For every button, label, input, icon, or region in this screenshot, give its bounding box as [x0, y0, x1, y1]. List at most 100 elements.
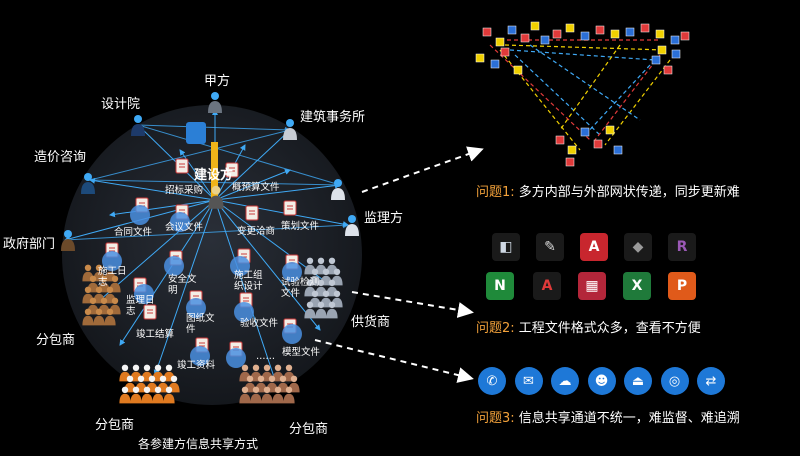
problem-2-text: 工程文件格式众多，查看不方便: [518, 321, 701, 336]
mesh-node: [657, 45, 667, 55]
spoke-arrow: [214, 199, 321, 331]
mesh-node: [482, 27, 492, 37]
doc-bidding: 招标采购: [165, 185, 204, 196]
document-badge: [226, 348, 246, 368]
doc-completion: 竣工资料: [177, 360, 216, 371]
person-figure: [104, 308, 116, 326]
person-figure: [331, 179, 345, 200]
mesh-link: [509, 49, 656, 61]
person-figure: [250, 386, 262, 404]
mesh-node: [530, 21, 540, 31]
mail-icon: ✉: [514, 367, 543, 395]
mesh-node: [567, 145, 577, 155]
document-badge: [282, 324, 302, 344]
person-figure: [283, 386, 295, 404]
problem-3-text: 信息共享通道不统一，难监督、难追溯: [518, 411, 740, 426]
cross-arrow: [64, 222, 349, 241]
doc-ellipsis: ……: [256, 351, 275, 362]
document-badge: [282, 262, 302, 282]
mesh-node: [670, 35, 680, 45]
document-badge: [230, 256, 250, 276]
mesh-link: [529, 44, 641, 121]
file-transfer-icon: ⇄: [697, 367, 725, 395]
party-subcontractor-bottom-left: 分包商: [95, 418, 135, 433]
mesh-node: [605, 125, 615, 135]
person-figure: [261, 386, 273, 404]
document-icon: [225, 162, 239, 178]
person-figure: [345, 215, 359, 236]
doc-acceptance: 验收文件: [240, 318, 279, 329]
party-jiafang: 甲方: [204, 74, 231, 89]
spoke-arrow: [214, 169, 291, 201]
spoke-arrow: [89, 177, 216, 201]
document-badge: [102, 251, 122, 271]
doc-contract: 合同文件: [114, 227, 153, 238]
mesh-node: [520, 33, 530, 43]
doc-meeting: 会议文件: [165, 222, 204, 233]
mesh-node: [580, 127, 590, 137]
mesh-node: [610, 29, 620, 39]
person-figure: [272, 386, 284, 404]
mesh-node: [513, 65, 523, 75]
doc-construction-log: 施工日志: [98, 266, 127, 288]
mesh-node: [625, 27, 635, 37]
mesh-node: [500, 47, 510, 57]
cross-arrow: [89, 128, 291, 181]
problem1-arrow: [361, 146, 484, 193]
person-figure: [61, 230, 75, 251]
document-badge: [164, 256, 184, 276]
problem3-arrow: [314, 339, 474, 383]
spoke-arrow: [179, 149, 216, 201]
web-icon: ◎: [660, 367, 689, 395]
problem-2: 问题2: 工程文件格式众多，查看不方便: [476, 317, 701, 336]
doc-drawings: 图纸文件: [186, 313, 215, 335]
doc-final-settlement: 竣工结算: [136, 329, 175, 340]
mesh-node: [663, 65, 673, 75]
party-government: 政府部门: [3, 237, 56, 252]
person-figure: [304, 301, 316, 319]
communication-arrows: [64, 109, 349, 381]
person-figure: [93, 308, 105, 326]
cad-viewer-icon: ◧: [492, 233, 520, 261]
mesh-node: [507, 25, 517, 35]
revit-icon: R: [668, 233, 696, 261]
wechat-icon: ☁: [551, 367, 579, 395]
person-figure: [119, 386, 131, 404]
spoke-arrow: [99, 199, 216, 301]
spoke-arrow: [214, 182, 341, 201]
mesh-node: [555, 135, 565, 145]
mesh-link: [504, 44, 666, 51]
mesh-node: [490, 59, 500, 69]
document-icon: [175, 158, 189, 174]
party-subcontractor-bottom-right: 分包商: [289, 422, 329, 437]
spoke-arrow: [214, 199, 349, 228]
document-icon: [283, 200, 297, 216]
document-badge: [190, 346, 210, 366]
document-icon: [245, 205, 259, 221]
document-badge: [186, 298, 206, 318]
mesh-node: [580, 31, 590, 41]
diagram-caption: 各参建方信息共享方式: [138, 437, 259, 451]
mesh-link: [489, 44, 591, 141]
qq-icon: ☻: [587, 367, 616, 395]
spoke-arrow: [214, 199, 277, 381]
mesh-node: [680, 31, 690, 41]
document-badge: [234, 302, 254, 322]
problem-3: 问题3: 信息共享通道不统一，难监督、难追溯: [476, 407, 740, 426]
autocad-a-icon: A: [533, 272, 561, 300]
cross-arrow: [137, 124, 341, 187]
excel-icon: X: [623, 272, 651, 300]
document-icon: [143, 304, 157, 320]
powerpoint-icon: P: [668, 272, 696, 300]
center-bar: [211, 142, 218, 202]
person-figure: [315, 301, 327, 319]
problem-1-number: 问题1:: [476, 185, 515, 200]
person-figure: [208, 185, 224, 209]
person-figure: [239, 364, 251, 382]
party-supplier: 供货商: [351, 315, 391, 330]
document-badge: [170, 212, 190, 232]
center-logo-icon: [186, 122, 206, 144]
mesh-node: [552, 29, 562, 39]
spoke-arrow: [153, 199, 216, 376]
